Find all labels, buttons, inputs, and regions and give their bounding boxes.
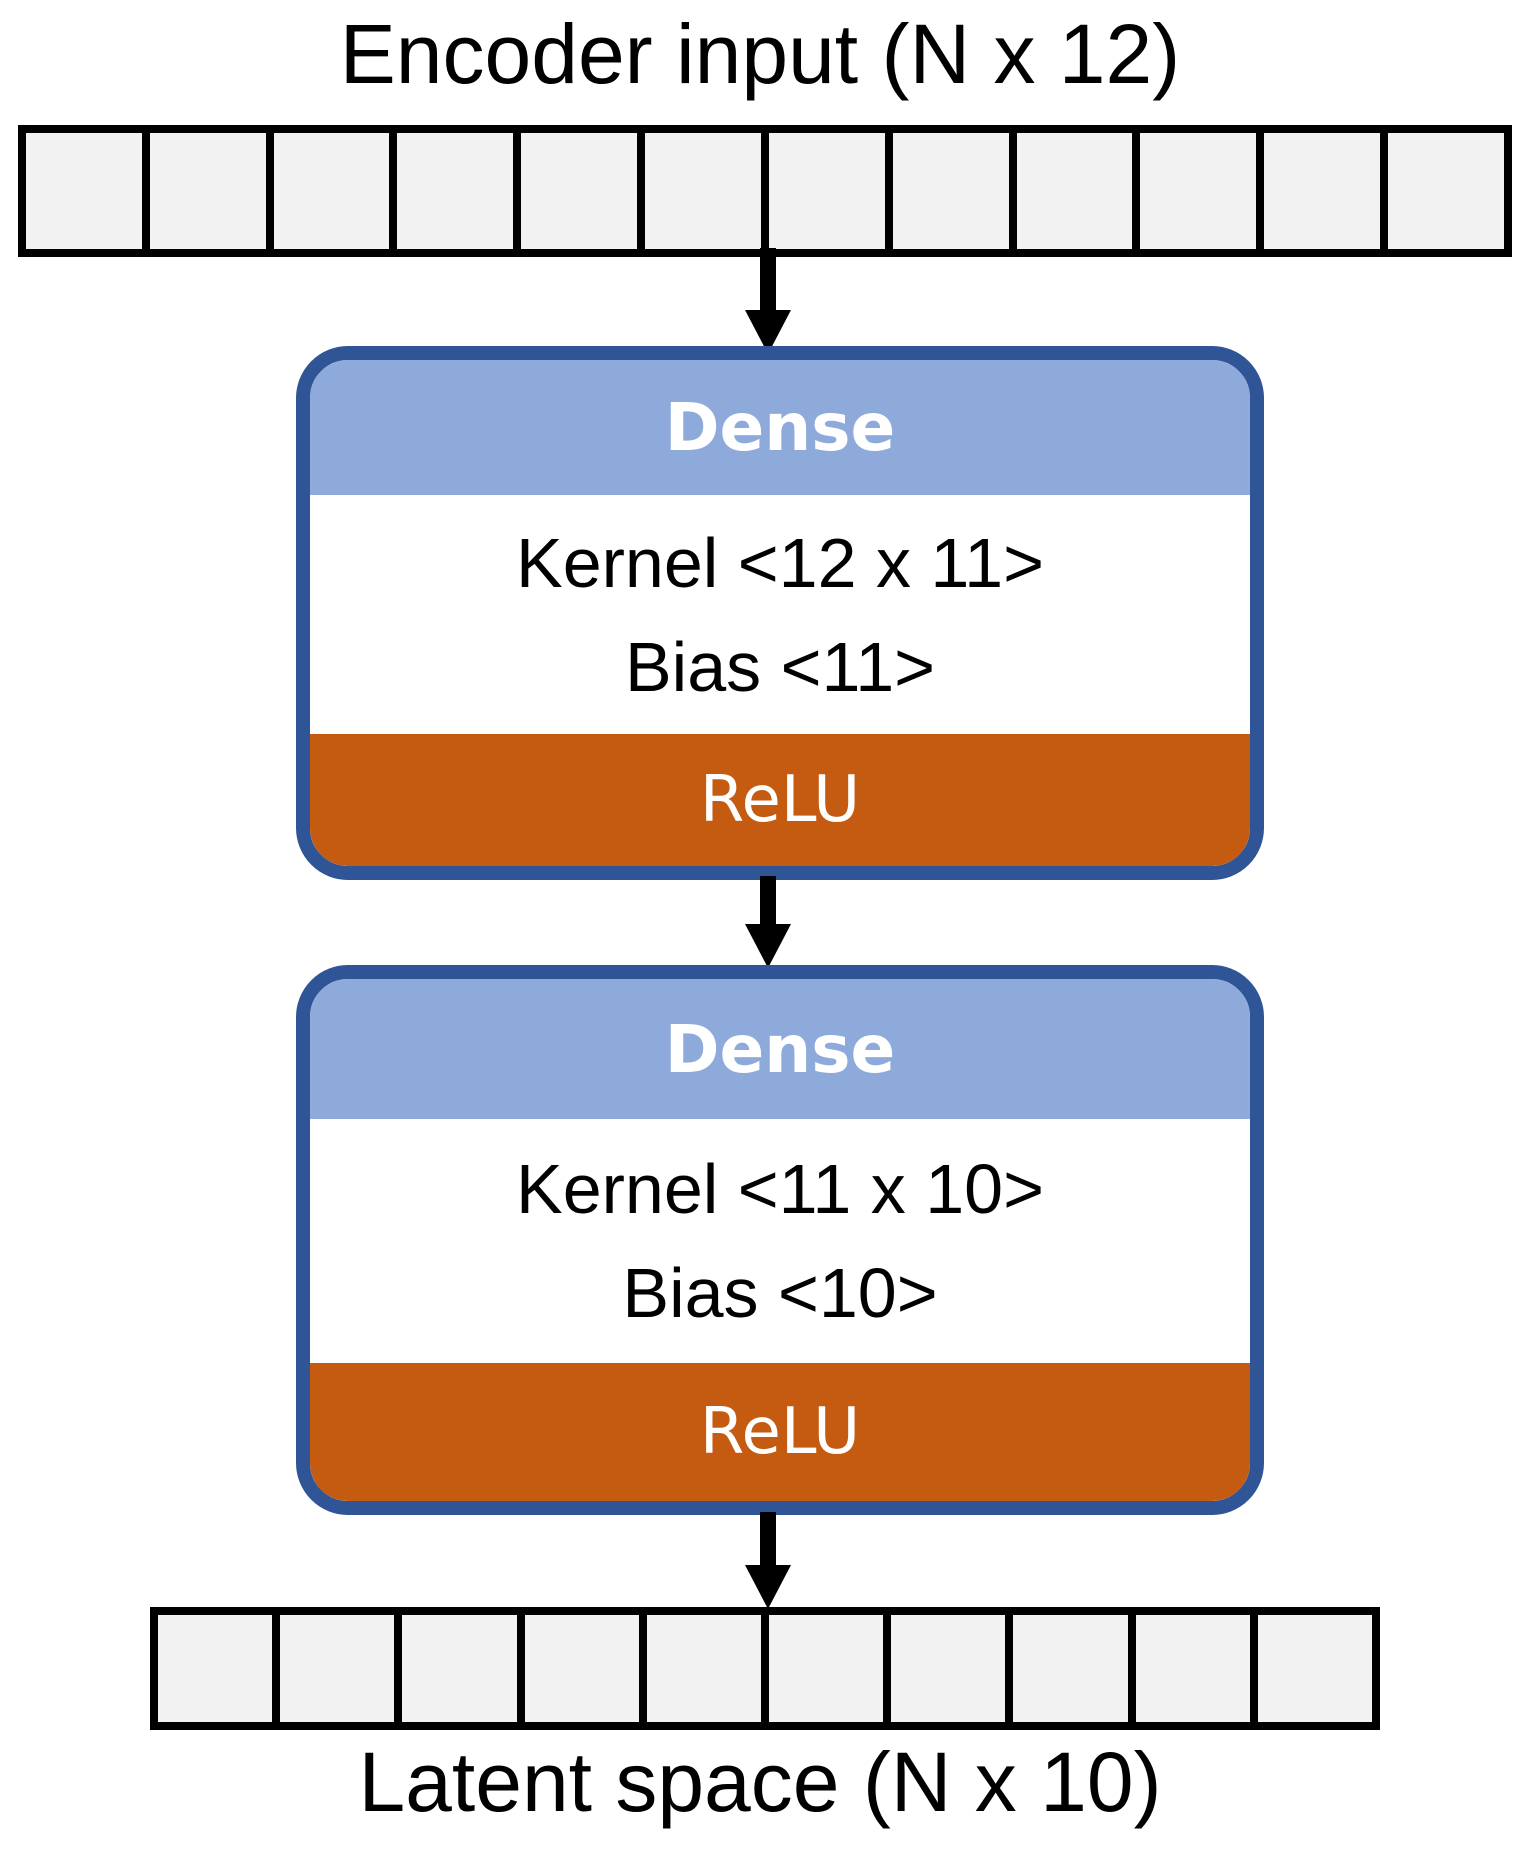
vector-cell <box>26 133 142 249</box>
vector-cell <box>272 1615 395 1722</box>
arrow-stem <box>760 248 776 310</box>
dense-layer-1-params: Kernel <12 x 11> Bias <11> <box>310 495 1250 734</box>
vector-cell <box>1008 133 1133 249</box>
arrow-head <box>745 924 791 968</box>
dense-layer-1-box: Dense Kernel <12 x 11> Bias <11> ReLU <box>296 346 1264 880</box>
layer-title-text: Dense <box>664 1010 896 1088</box>
vector-cell <box>389 133 514 249</box>
latent-space-label: Latent space (N x 10) <box>358 1735 1162 1829</box>
vector-cell <box>884 133 1009 249</box>
bias-shape-text: Bias <11> <box>624 627 936 706</box>
dense-layer-2-activation: ReLU <box>310 1363 1250 1501</box>
arrow-stem <box>760 1512 776 1565</box>
kernel-shape-text: Kernel <12 x 11> <box>516 523 1044 602</box>
dense-layer-1-title: Dense <box>310 360 1250 495</box>
vector-cell <box>761 1615 884 1722</box>
dense-layer-2-params: Kernel <11 x 10> Bias <10> <box>310 1119 1250 1363</box>
vector-cell <box>1249 1615 1373 1722</box>
dense-layer-2-title: Dense <box>310 979 1250 1119</box>
dense-layer-2-box: Dense Kernel <11 x 10> Bias <10> ReLU <box>296 965 1264 1515</box>
vector-cell <box>637 133 761 249</box>
layer-title-text: Dense <box>664 389 896 466</box>
vector-cell <box>1380 133 1504 249</box>
vector-cell <box>883 1615 1006 1722</box>
vector-cell <box>513 133 638 249</box>
vector-cell <box>265 133 390 249</box>
flow-arrow-down-2-icon <box>745 876 791 968</box>
encoder-input-label: Encoder input (N x 12) <box>339 7 1181 101</box>
vector-cell <box>516 1615 639 1722</box>
dense-layer-1-activation: ReLU <box>310 734 1250 866</box>
arrow-stem <box>760 876 776 924</box>
activation-text: ReLU <box>699 1395 861 1469</box>
vector-cell <box>1256 133 1381 249</box>
vector-cell <box>1005 1615 1128 1722</box>
arrow-head <box>745 1565 791 1609</box>
vector-cell <box>141 133 266 249</box>
encoder-input-vector <box>18 125 1512 257</box>
vector-cell <box>638 1615 762 1722</box>
flow-arrow-down-3-icon <box>745 1512 791 1609</box>
activation-text: ReLU <box>699 763 861 837</box>
latent-space-vector <box>150 1607 1380 1730</box>
vector-cell <box>1132 133 1257 249</box>
flow-arrow-down-1-icon <box>745 248 791 354</box>
bias-shape-text: Bias <10> <box>622 1254 938 1332</box>
vector-cell <box>394 1615 517 1722</box>
vector-cell <box>158 1615 273 1722</box>
vector-cell <box>1127 1615 1250 1722</box>
vector-cell <box>760 133 885 249</box>
kernel-shape-text: Kernel <11 x 10> <box>516 1150 1044 1228</box>
